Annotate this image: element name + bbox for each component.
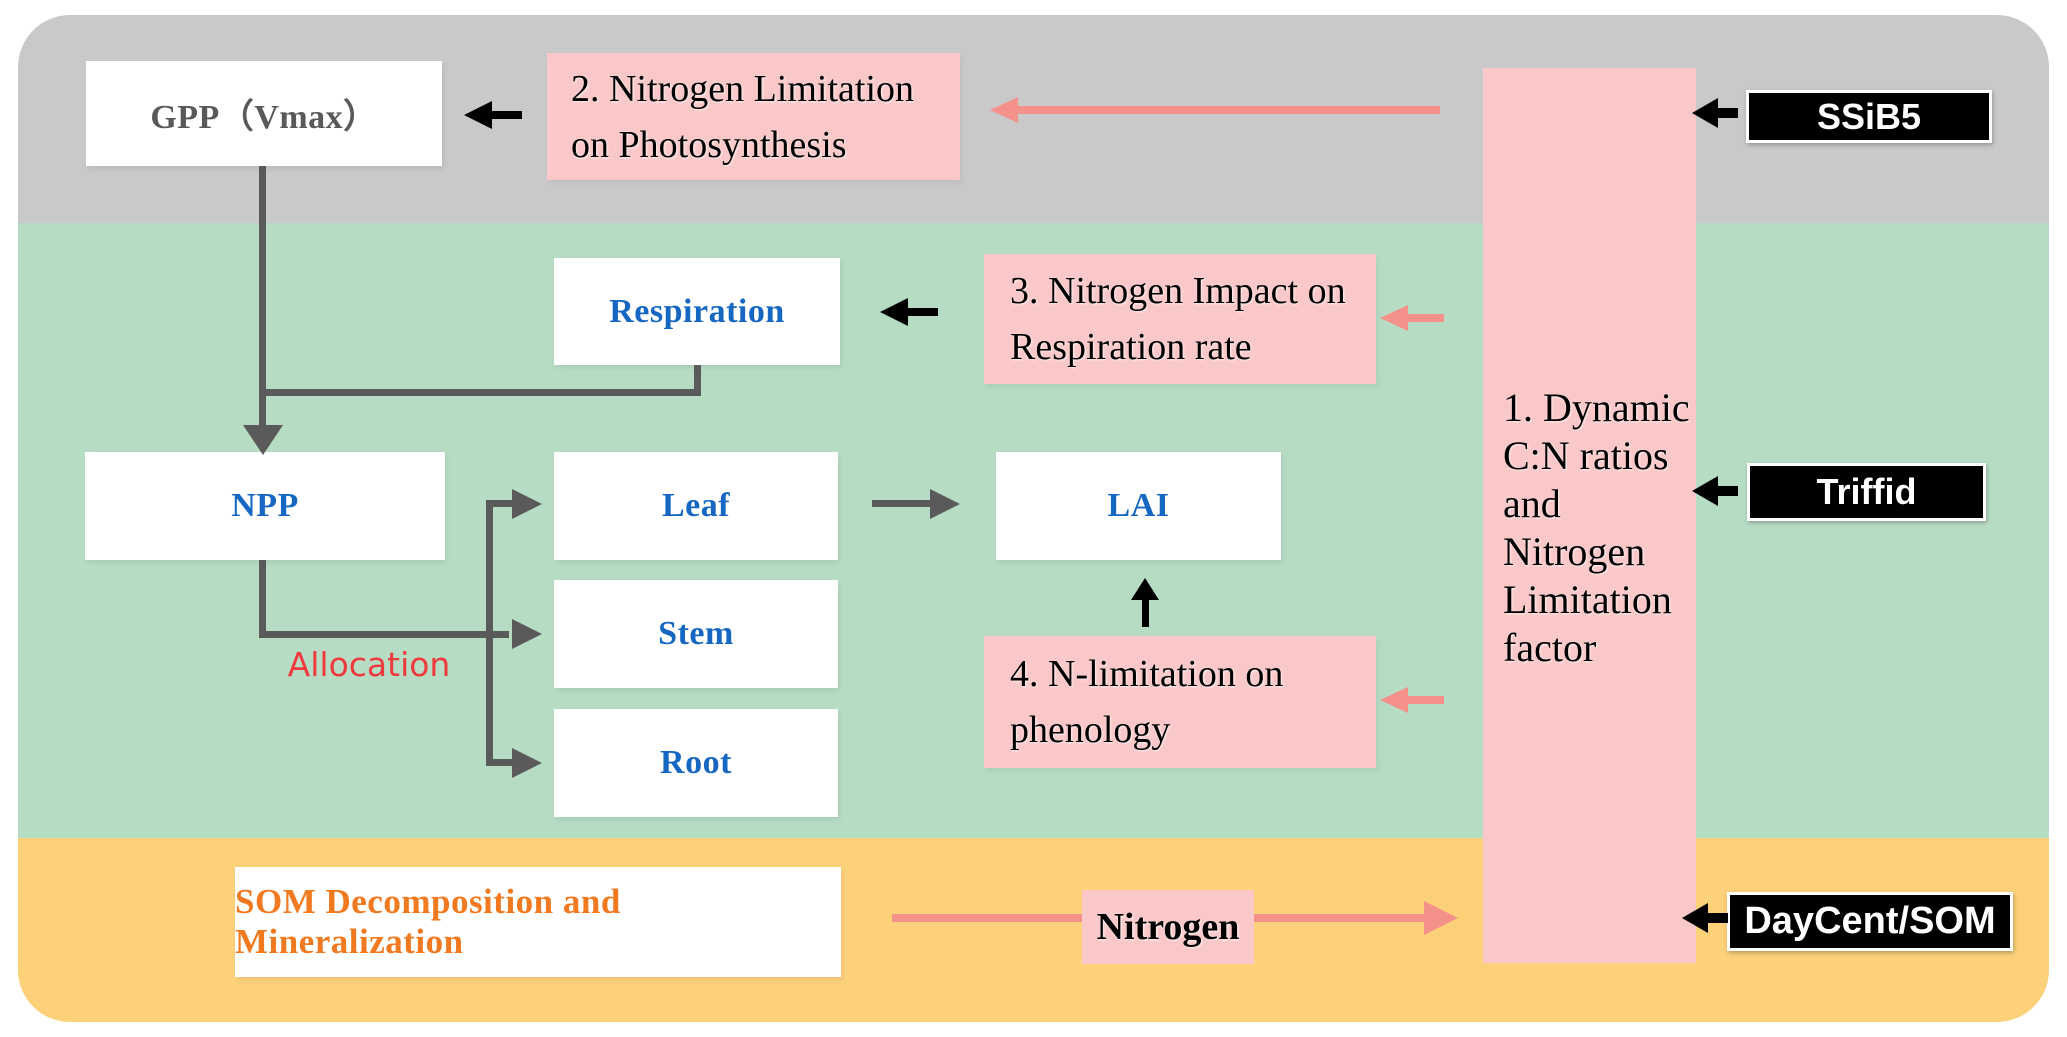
- som-to-nitrogen-line: [892, 914, 1082, 922]
- triffid-label: Triffid: [1816, 471, 1917, 512]
- effect3-to-respiration-shaft: [906, 308, 938, 316]
- ssib5-label: SSiB5: [1816, 95, 1922, 137]
- nitrogen-to-column-arrowhead-icon: [1424, 901, 1458, 935]
- daycent-arrowhead-icon: [1682, 903, 1708, 933]
- effect4-to-lai-arrowhead-icon: [1131, 578, 1159, 600]
- ssib5-tag: SSiB5: [1746, 90, 1992, 143]
- lai-label: LAI: [1107, 487, 1170, 524]
- effect2-to-gpp-arrowhead-icon: [464, 101, 492, 129]
- root-arrowhead-icon: [512, 748, 542, 778]
- effect2-line1: 2. Nitrogen Limitation: [571, 67, 915, 110]
- triffid-tag: Triffid: [1747, 463, 1986, 521]
- respiration-drop-line: [694, 365, 701, 392]
- stem-arrowhead-icon: [512, 619, 542, 649]
- gpp-to-npp-line: [259, 166, 266, 428]
- leaf-to-lai-line: [872, 500, 932, 507]
- daycent-arrow-shaft: [1706, 913, 1728, 923]
- respiration-merge-line: [259, 389, 701, 396]
- gpp-box: GPP（Vmax）: [86, 61, 442, 166]
- effect4-line1: 4. N-limitation on: [1010, 653, 1284, 695]
- effect1-line: Limitation: [1503, 577, 1672, 622]
- root-box: Root: [554, 709, 838, 817]
- to-root-stub: [489, 759, 513, 766]
- respiration-label: Respiration: [609, 292, 785, 330]
- effect2-line2: on Photosynthesis: [571, 123, 847, 166]
- triffid-arrowhead-icon: [1692, 476, 1718, 506]
- npp-box: NPP: [85, 452, 445, 560]
- effect2-box: 2. Nitrogen Limitation on Photosynthesis: [547, 53, 960, 180]
- column-to-effect3-shaft: [1406, 314, 1444, 322]
- effect1-dynamic-cn-column: 1. Dynamic C:N ratios and Nitrogen Limit…: [1483, 68, 1696, 963]
- allocation-horizontal-line: [259, 631, 509, 638]
- stem-label: Stem: [658, 615, 734, 652]
- triffid-arrow-shaft: [1716, 486, 1738, 496]
- nitrogen-label: Nitrogen: [1082, 890, 1254, 964]
- daycent-som-label: DayCent/SOM: [1744, 900, 1996, 942]
- nitrogen-to-column-shaft: [1254, 914, 1426, 922]
- npp-arrowhead-down-icon: [243, 425, 283, 455]
- allocation-branch-line: [486, 500, 493, 766]
- leaf-label: Leaf: [661, 487, 731, 524]
- npp-allocation-drop-line: [259, 560, 266, 638]
- column-to-effect4-shaft: [1406, 696, 1444, 704]
- effect4-line2: phenology: [1010, 709, 1171, 751]
- ssib5-arrowhead-icon: [1692, 98, 1718, 128]
- allocation-label: Allocation: [287, 645, 451, 684]
- effect1-text: 1. Dynamic C:N ratios and Nitrogen Limit…: [1503, 384, 1690, 672]
- lai-arrowhead-icon: [930, 489, 960, 519]
- effect1-line: and: [1503, 481, 1561, 526]
- effect2-to-gpp-shaft: [490, 111, 522, 119]
- effect1-line: C:N ratios: [1503, 433, 1669, 478]
- column-to-effect3-arrowhead-icon: [1380, 305, 1408, 331]
- effect1-line: 1. Dynamic: [1503, 385, 1690, 430]
- effect1-line: factor: [1503, 625, 1597, 670]
- effect3-to-respiration-arrowhead-icon: [880, 298, 908, 326]
- to-leaf-stub: [489, 500, 513, 507]
- effect3-line1: 3. Nitrogen Impact on: [1010, 270, 1346, 312]
- gpp-label: GPP（Vmax）: [150, 99, 378, 136]
- root-label: Root: [660, 744, 732, 781]
- effect3-line2: Respiration rate: [1010, 326, 1252, 368]
- effect3-box: 3. Nitrogen Impact on Respiration rate: [984, 254, 1376, 384]
- column-to-effect4-arrowhead-icon: [1380, 687, 1408, 713]
- leaf-box: Leaf: [554, 452, 838, 560]
- effect1-line: Nitrogen: [1503, 529, 1646, 574]
- daycent-som-tag: DayCent/SOM: [1727, 892, 2013, 951]
- ssib5-arrow-shaft: [1716, 108, 1738, 118]
- effect4-to-lai-shaft: [1142, 598, 1149, 627]
- column-to-effect2-arrowhead-icon: [990, 97, 1018, 123]
- stem-box: Stem: [554, 580, 838, 688]
- som-box: SOM Decomposition and Mineralization: [235, 867, 841, 977]
- effect4-box: 4. N-limitation on phenology: [984, 636, 1376, 768]
- npp-label: NPP: [231, 487, 299, 524]
- lai-box: LAI: [996, 452, 1281, 560]
- column-to-effect2-shaft: [1016, 106, 1440, 114]
- leaf-arrowhead-icon: [512, 489, 542, 519]
- respiration-box: Respiration: [554, 258, 840, 365]
- som-label: SOM Decomposition and Mineralization: [235, 882, 621, 961]
